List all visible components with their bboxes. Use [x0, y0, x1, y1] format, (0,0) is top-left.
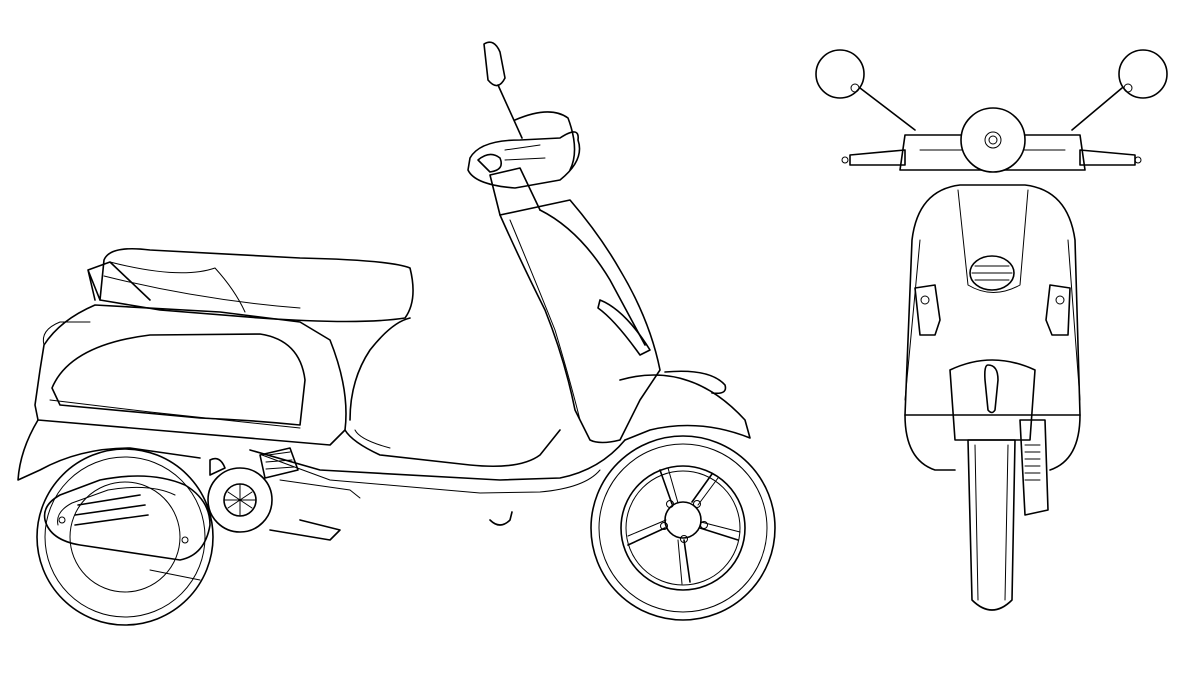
- right-turn-signal: [1045, 284, 1071, 336]
- steering-column: [467, 111, 581, 216]
- front-fender: [619, 370, 751, 441]
- scooter-side-view: [17, 41, 776, 626]
- floorboard: [249, 317, 626, 526]
- front-fork: [1019, 419, 1049, 516]
- scooter-front-view: [815, 49, 1168, 611]
- right-mirror: [1071, 49, 1168, 131]
- headlight: [960, 107, 1026, 173]
- front-shield: [904, 184, 1081, 416]
- rear-body-cowl: [34, 304, 347, 446]
- left-turn-signal: [914, 284, 941, 336]
- side-mirror: [483, 41, 523, 139]
- front-fender-front: [949, 359, 1036, 441]
- front-wheel: [590, 435, 776, 621]
- seat: [99, 247, 414, 323]
- leg-shield: [499, 199, 661, 444]
- engine-fan: [207, 447, 361, 541]
- engine-exhaust: [43, 475, 211, 581]
- left-mirror: [815, 49, 916, 131]
- rear-wheel: [36, 448, 214, 626]
- front-tire: [967, 439, 1016, 611]
- horn-grille: [969, 255, 1015, 291]
